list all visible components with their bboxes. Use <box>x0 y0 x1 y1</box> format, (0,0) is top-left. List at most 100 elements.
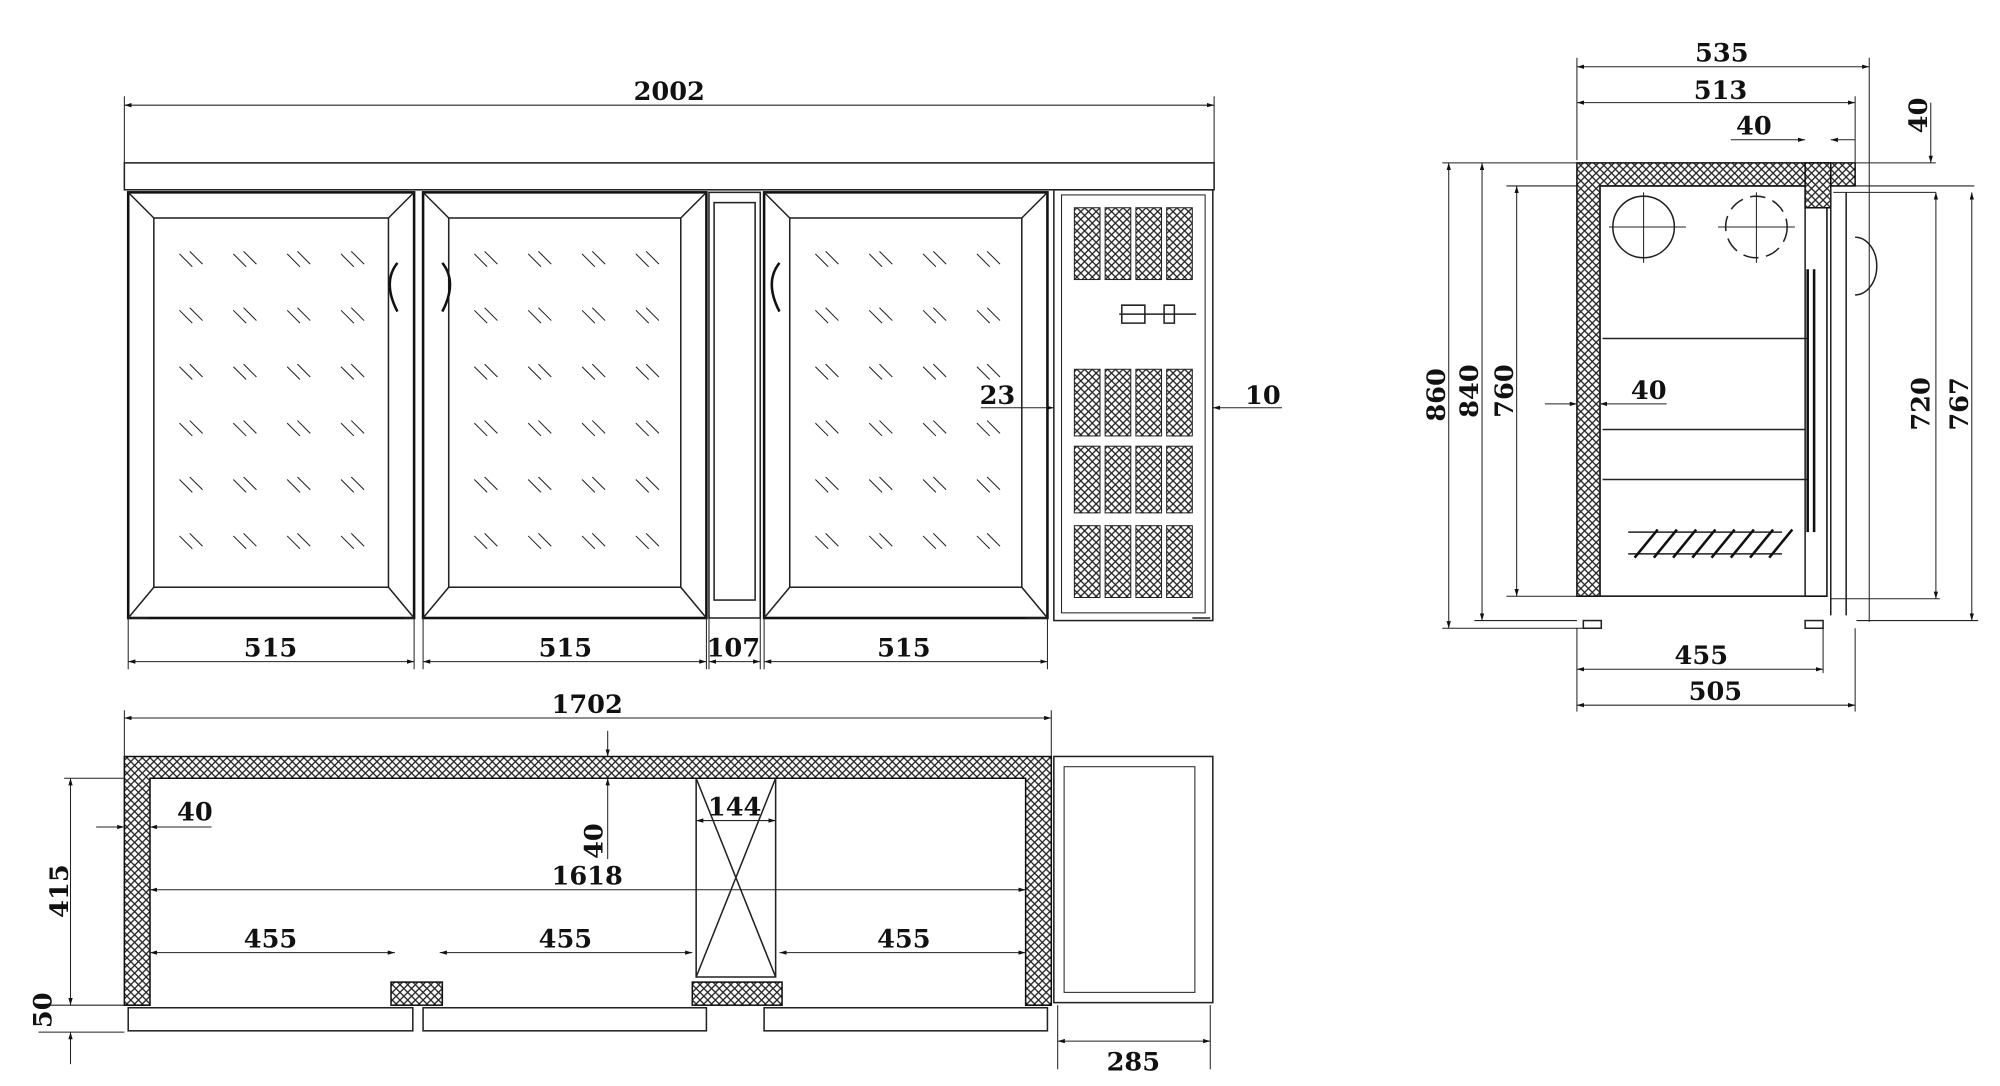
glass-mark <box>922 476 947 493</box>
dim-middle-panel-width: 107 <box>707 633 760 663</box>
glass-mark <box>286 363 311 380</box>
dim-plan-depth: 415 <box>45 864 75 917</box>
glass-mark <box>581 363 606 380</box>
glass-mark <box>868 307 893 324</box>
glass-mark <box>976 363 1001 380</box>
glass-mark <box>473 533 498 550</box>
louver-vent <box>1104 368 1132 437</box>
glass-mark <box>815 533 839 550</box>
compressor-compartment <box>1053 755 1214 1004</box>
glass-mark <box>976 250 1001 268</box>
door-2 <box>421 191 708 620</box>
glass-mark <box>581 250 606 268</box>
glass-mark <box>179 250 203 268</box>
glass-mark <box>473 307 498 324</box>
dim-door-height: 720 <box>1906 377 1936 430</box>
dim-door-3-width: 515 <box>877 633 930 663</box>
dim-plan-inner-width: 1618 <box>552 862 623 892</box>
dim-side-wall-thickness: 40 <box>1631 376 1667 406</box>
glass-mark <box>815 476 839 493</box>
glass-mark <box>340 307 365 324</box>
glass-mark <box>815 363 839 380</box>
louver-vent <box>1073 368 1101 437</box>
glass-mark <box>473 363 498 380</box>
glass-mark <box>868 420 893 437</box>
glass-mark <box>815 307 839 324</box>
dim-front-overall-width: 2002 <box>634 77 705 107</box>
glass-mark <box>922 250 947 268</box>
louver-vent <box>1073 207 1101 281</box>
dim-center-gap: 144 <box>708 792 761 822</box>
glass-mark <box>922 363 947 380</box>
door-handle-icon <box>388 262 781 313</box>
louver-vent <box>1073 445 1101 514</box>
glass-mark <box>922 420 947 437</box>
dim-side-overall-height: 860 <box>1422 368 1452 421</box>
glass-mark <box>868 533 893 550</box>
dim-side-body-depth: 513 <box>1694 76 1748 106</box>
louver-vent <box>1104 207 1132 281</box>
louver-vent <box>1135 525 1163 598</box>
glass-mark <box>473 250 498 268</box>
glass-mark <box>868 476 893 493</box>
dim-back-wall-thickness: 40 <box>580 823 610 859</box>
glass-mark <box>473 476 498 493</box>
door-1 <box>126 191 416 620</box>
dim-side-inner-depth: 455 <box>1675 641 1728 671</box>
dim-foot-height: 50 <box>28 992 58 1028</box>
glass-mark <box>340 533 365 550</box>
middle-panel <box>708 191 762 619</box>
glass-mark <box>286 476 311 493</box>
door-3 <box>762 191 1049 620</box>
louver-vent <box>1135 207 1163 281</box>
dim-side-overall-depth: 535 <box>1695 39 1748 69</box>
glass-hatch-marks <box>179 250 1001 550</box>
dim-top-offset: 40 <box>1736 112 1772 142</box>
glass-mark <box>179 420 203 437</box>
side-view: 535 513 40 40 860 840 760 720 767 40 455… <box>1422 39 1979 712</box>
glass-mark <box>527 420 552 437</box>
glass-mark <box>635 250 660 268</box>
glass-mark <box>527 250 552 268</box>
louver-vent <box>1104 445 1132 514</box>
front-view: 2002 515 515 107 515 23 10 <box>123 77 1283 670</box>
dim-door-1-width: 515 <box>244 633 298 663</box>
glass-mark <box>232 307 257 324</box>
glass-mark <box>635 476 660 493</box>
louver-vent <box>1166 525 1193 598</box>
glass-mark <box>340 250 365 268</box>
glass-mark <box>527 476 552 493</box>
glass-mark <box>922 307 947 324</box>
glass-mark <box>232 420 257 437</box>
glass-mark <box>179 533 203 550</box>
glass-mark <box>232 533 257 550</box>
glass-mark <box>527 363 552 380</box>
dim-side-body-height: 840 <box>1455 364 1485 417</box>
dim-compartment-1-width: 455 <box>244 924 298 954</box>
dim-compartment-2-width: 455 <box>539 924 593 954</box>
dim-left-offset: 23 <box>980 381 1016 411</box>
glass-mark <box>232 363 257 380</box>
glass-mark <box>868 363 893 380</box>
glass-mark <box>922 533 947 550</box>
glass-mark <box>976 533 1001 550</box>
dim-unit-depth: 285 <box>1107 1048 1161 1078</box>
insulation-wall <box>123 755 1053 1006</box>
glass-mark <box>976 307 1001 324</box>
glass-mark <box>976 476 1001 493</box>
dim-right-offset: 10 <box>1245 381 1281 411</box>
louver-vent <box>1166 368 1193 437</box>
glass-mark <box>635 363 660 380</box>
dim-compartment-3-width: 455 <box>877 924 930 954</box>
glass-mark <box>340 420 365 437</box>
louver-vent <box>1104 525 1132 598</box>
glass-mark <box>286 420 311 437</box>
glass-mark <box>527 533 552 550</box>
glass-mark <box>635 307 660 324</box>
glass-mark <box>635 420 660 437</box>
dim-door-overall-height: 767 <box>1945 377 1975 430</box>
glass-mark <box>635 533 660 550</box>
compressor-panel <box>1053 189 1214 622</box>
glass-mark <box>581 307 606 324</box>
